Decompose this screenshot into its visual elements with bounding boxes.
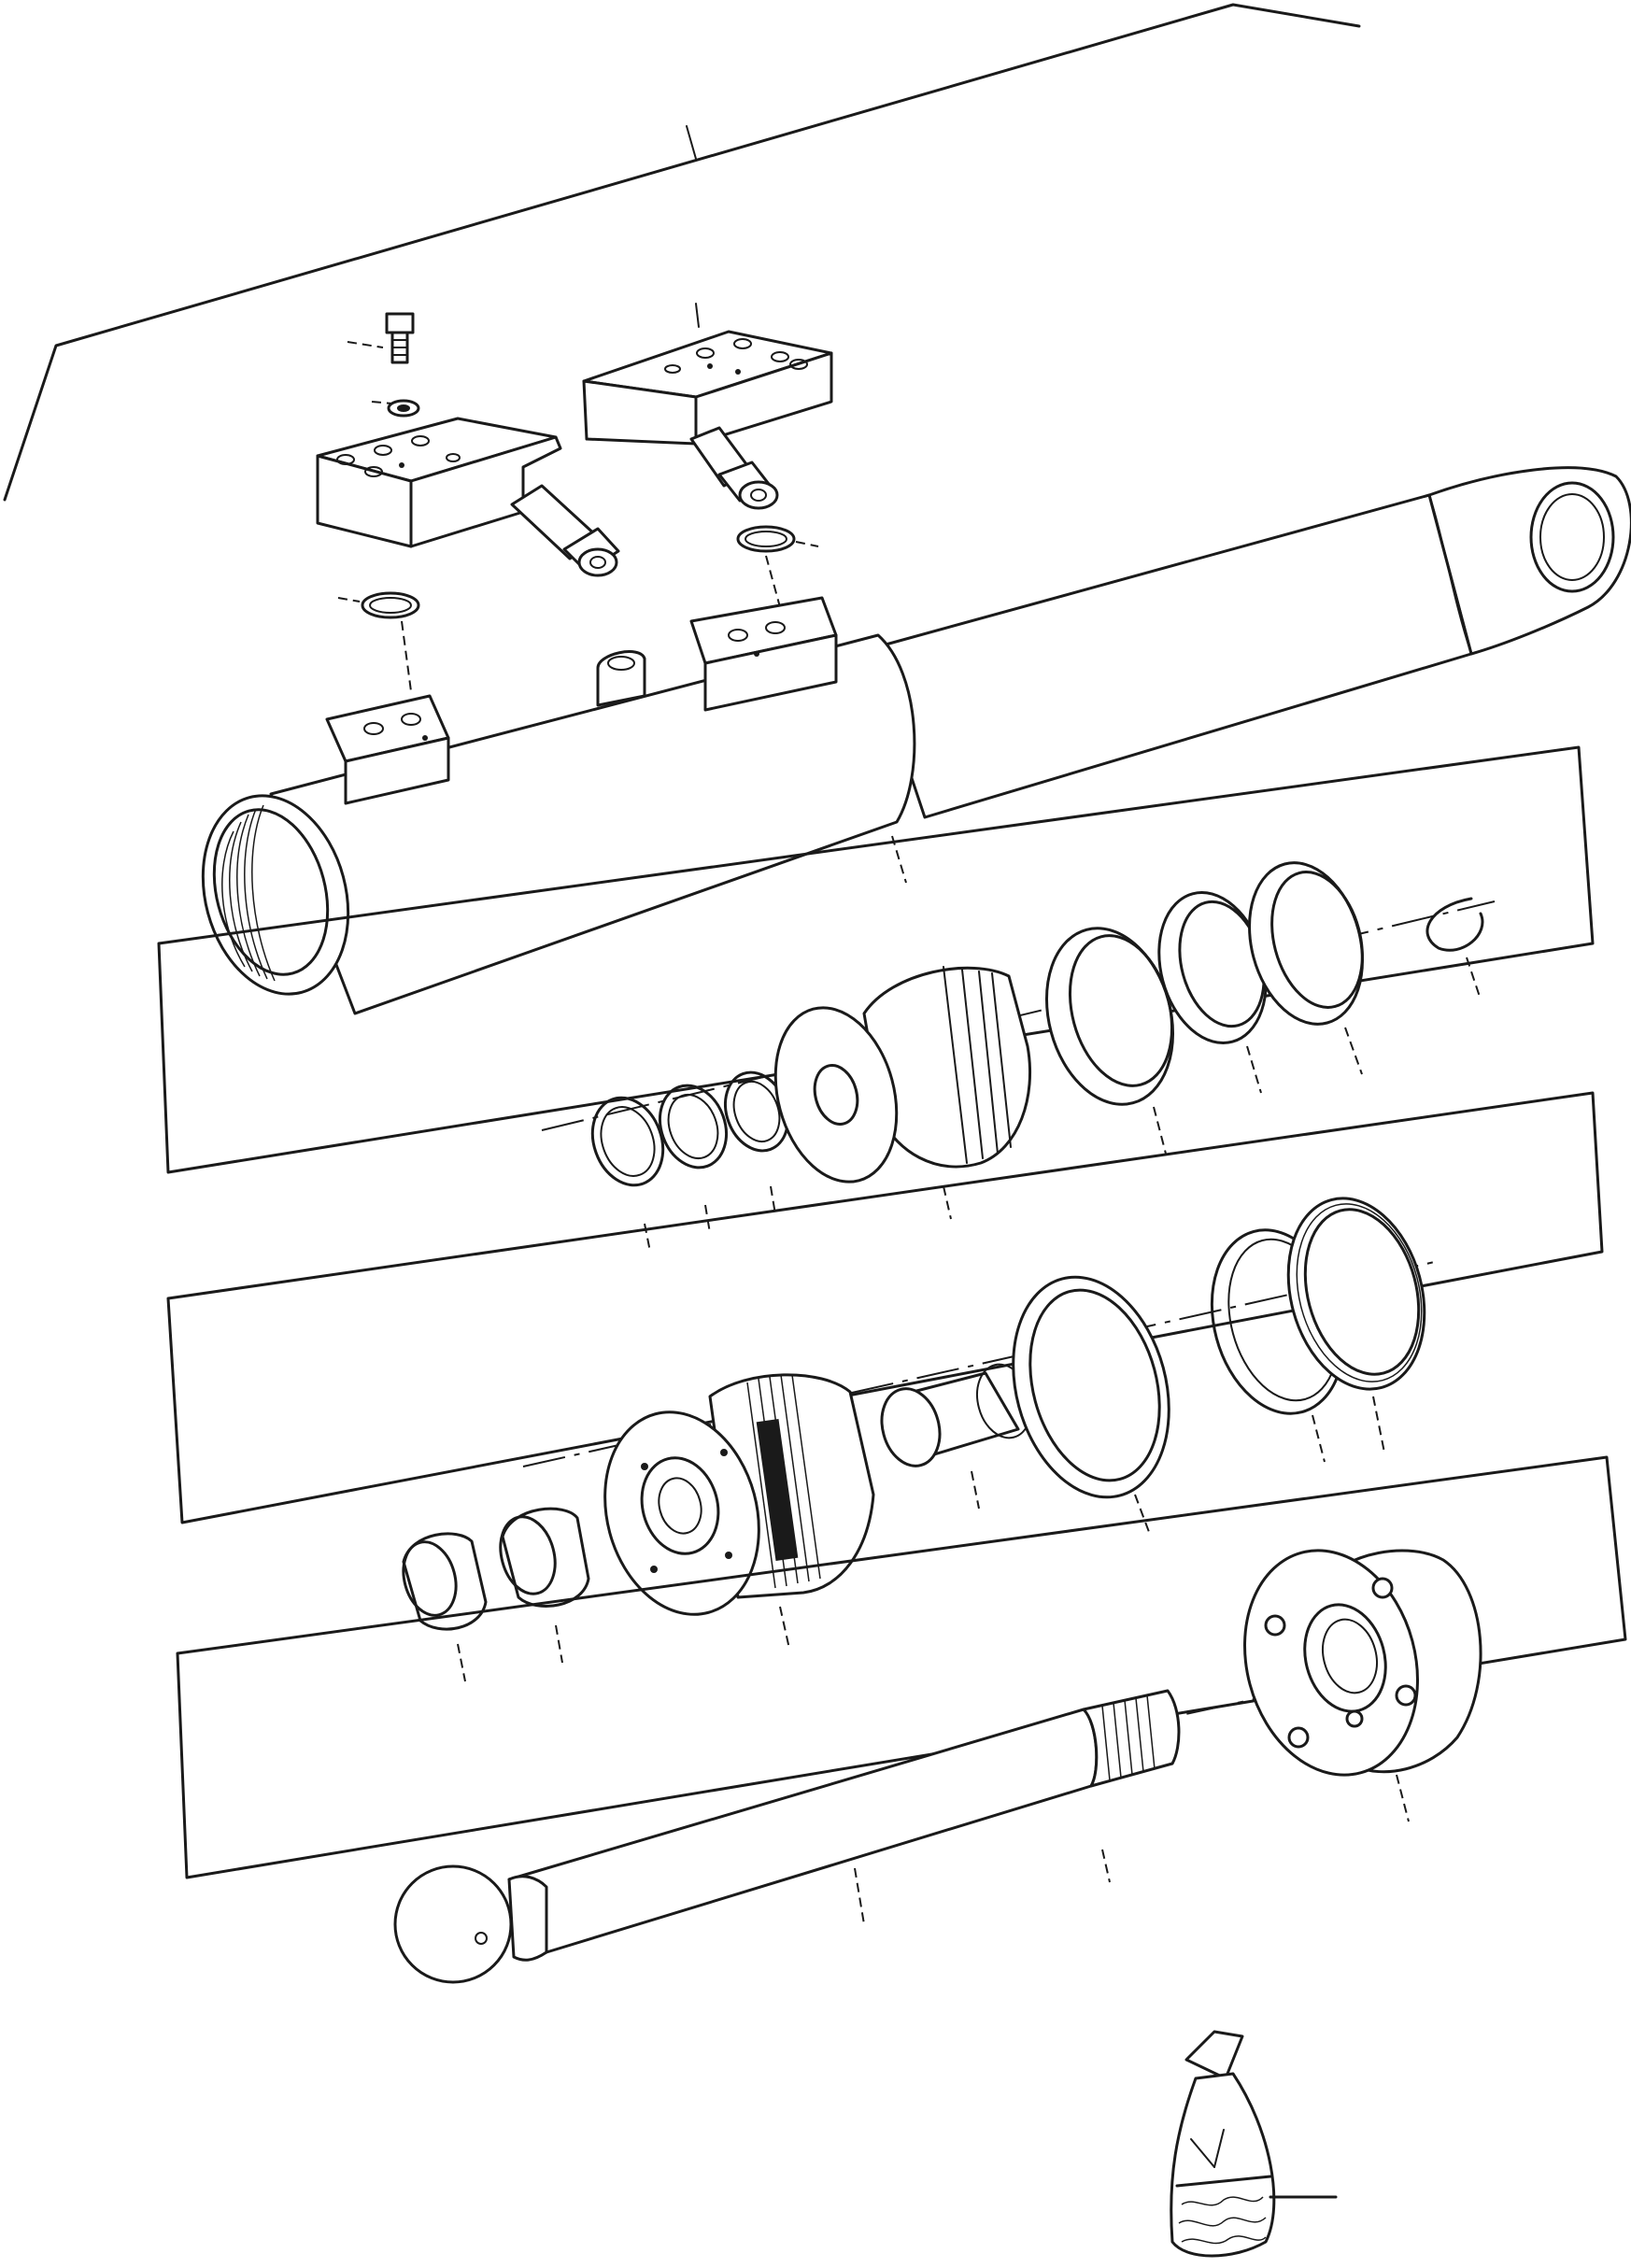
top-group-boundary bbox=[3, 3, 1361, 502]
cylinder-barrel-with-eye bbox=[201, 466, 1631, 1015]
lower-valve-block bbox=[316, 417, 562, 548]
o-ring-block-left bbox=[337, 591, 420, 619]
valve-cartridge-left bbox=[510, 484, 620, 577]
upper-valve-block bbox=[582, 303, 833, 446]
bushing bbox=[880, 1363, 1032, 1510]
valve-cartridge-right bbox=[689, 426, 779, 510]
guide-bushing bbox=[402, 1532, 488, 1682]
piston-seal-ring-2 bbox=[1248, 861, 1364, 1075]
plug-screw bbox=[347, 312, 415, 364]
piston-rod bbox=[393, 1689, 1181, 1984]
seal-kit-bag bbox=[1170, 2030, 1338, 2258]
large-seal-ring bbox=[1012, 1275, 1170, 1533]
small-washer bbox=[371, 399, 420, 418]
piston bbox=[773, 966, 1032, 1220]
o-ring-block-right bbox=[736, 525, 819, 553]
seal-ring-b bbox=[1286, 1197, 1426, 1453]
cylinder-head bbox=[603, 1373, 875, 1650]
wiper-ring bbox=[499, 1507, 590, 1664]
piston-o-ring-2 bbox=[659, 1084, 728, 1234]
flange-end-cap bbox=[1243, 1549, 1482, 1822]
piston-guide-ring bbox=[1044, 927, 1175, 1155]
snap-ring bbox=[1425, 897, 1484, 1000]
